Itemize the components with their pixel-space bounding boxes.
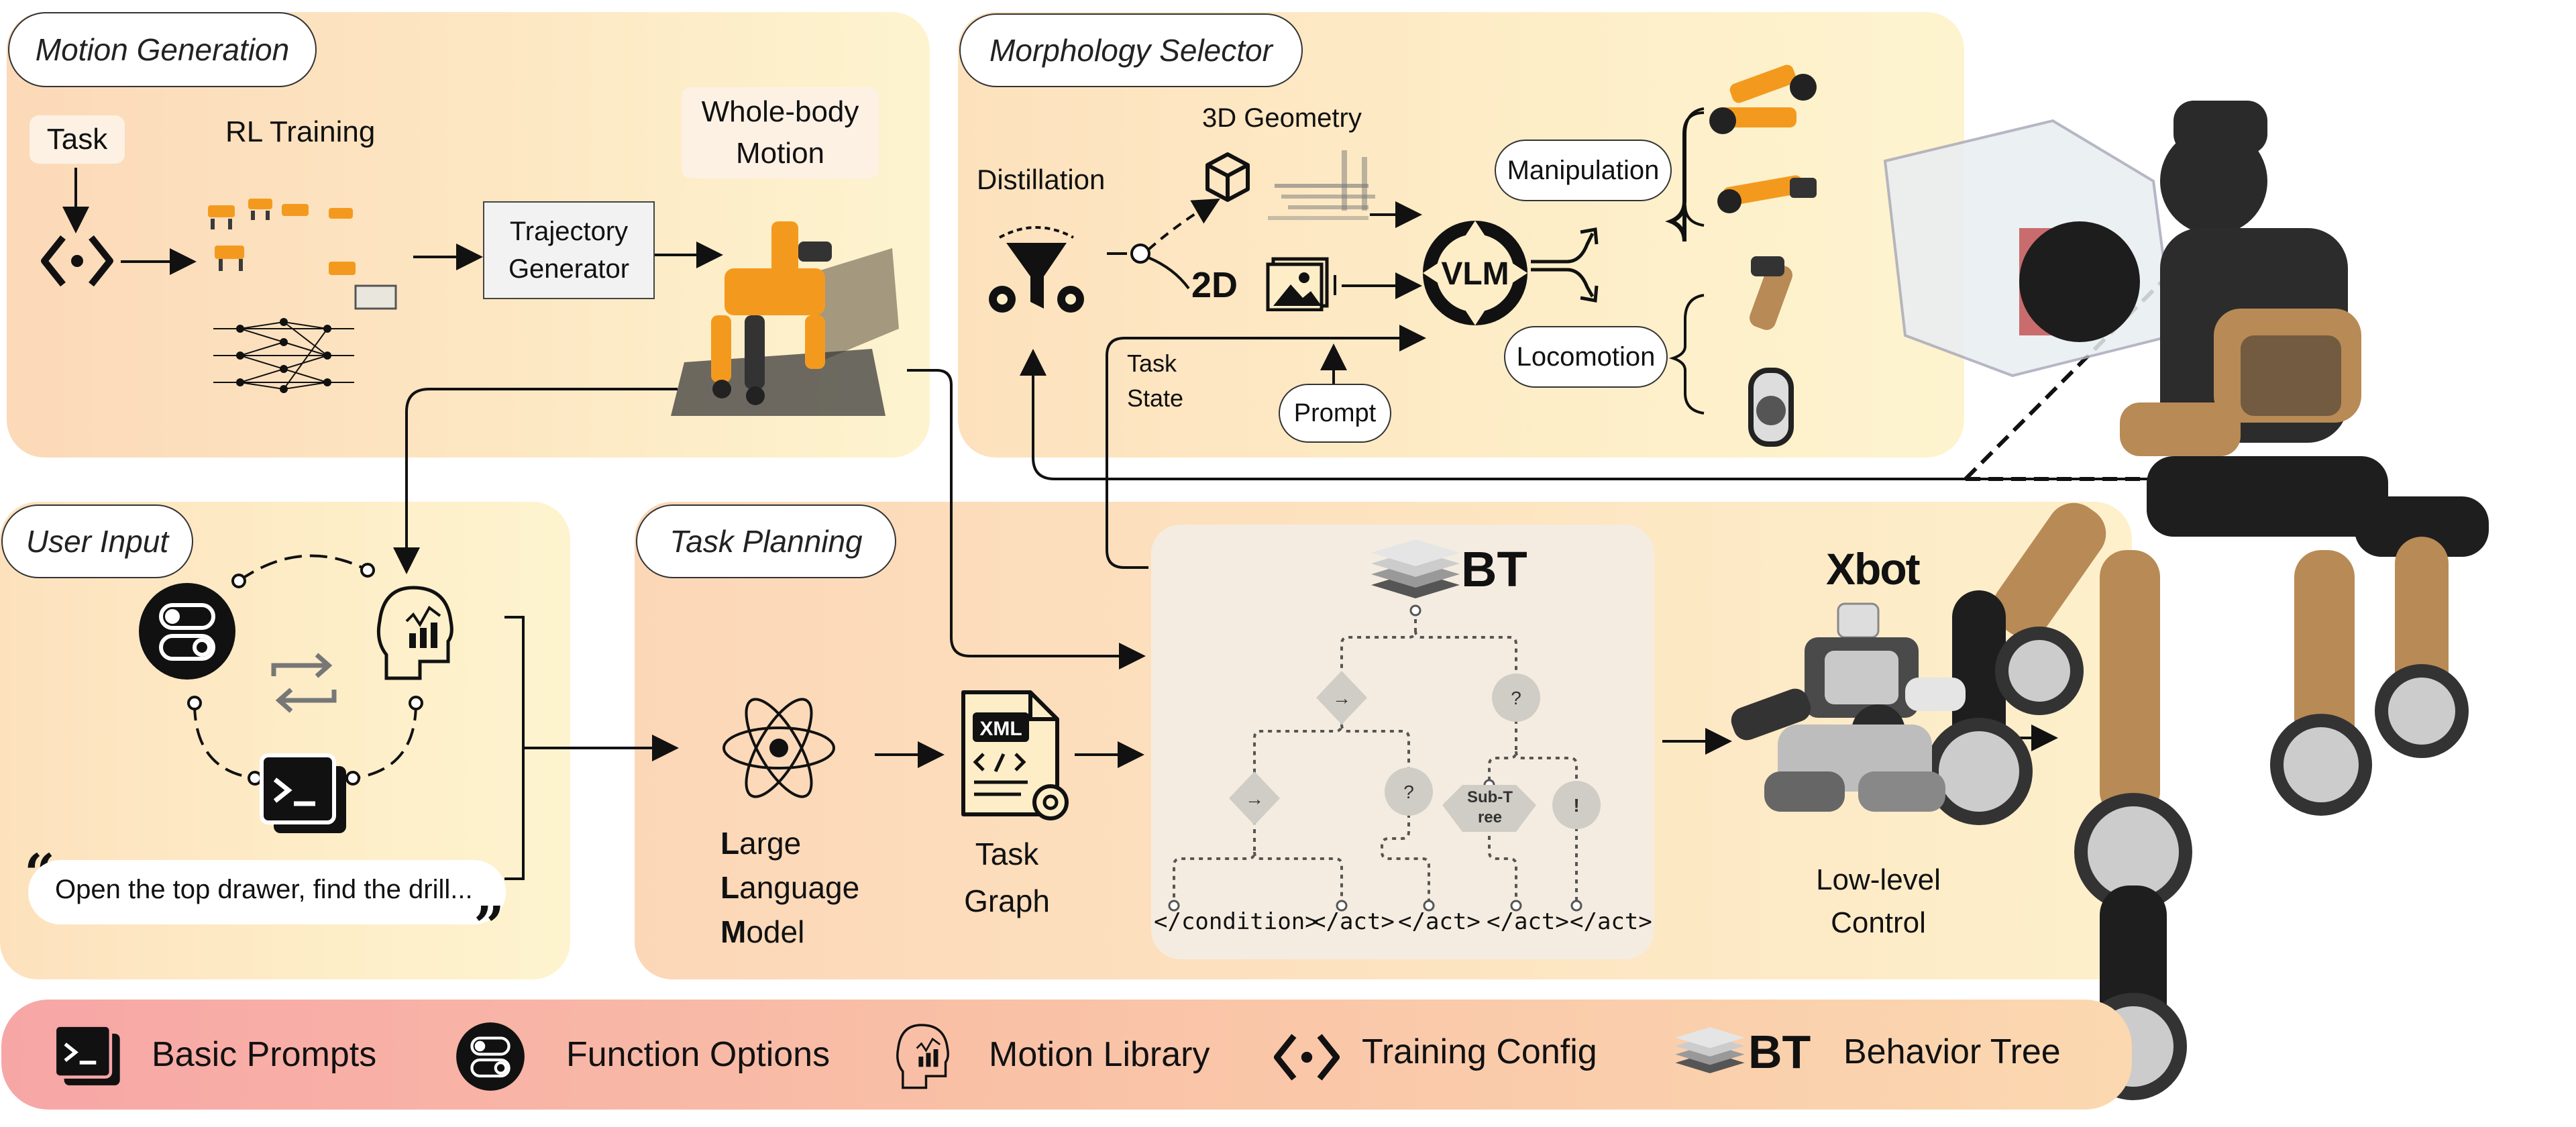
- cube-3d-icon: [1205, 152, 1250, 202]
- llm-initial-3: M: [720, 914, 747, 949]
- locomotion-legs-image: [1748, 256, 1794, 447]
- bt-leaf-act-4: </act>: [1570, 908, 1652, 935]
- user-quote-box: [28, 860, 506, 924]
- user-quote-text: Open the top drawer, find the drill...: [55, 875, 473, 904]
- xml-document-icon: XML: [961, 690, 1069, 820]
- legend-bar: [1, 1000, 2132, 1110]
- legend-training-config-label: Training Config: [1362, 1032, 1597, 1071]
- bt-fallback-node-1: ?: [1511, 688, 1521, 708]
- whole-body-motion-label: Whole-body Motion: [682, 87, 879, 178]
- bt-leaf-condition: </condition>: [1154, 908, 1319, 935]
- bt-sequence-node-2: →: [1245, 788, 1264, 809]
- legend-basic-prompts-icon: [53, 1024, 120, 1085]
- swap-arrows-icon: [271, 653, 337, 713]
- manipulation-oval: Manipulation: [1495, 140, 1672, 201]
- training-config-icon: [41, 235, 113, 287]
- bt-leaf-act-3: </act>: [1487, 908, 1569, 935]
- function-options-toggle-icon: [139, 583, 235, 680]
- centauro-robot-image: [1883, 101, 2489, 1100]
- bt-sequence-node-1: →: [1332, 688, 1351, 708]
- 3d-geometry-label: 3D Geometry: [1202, 103, 1362, 133]
- panel-title-morphology-selector: Morphology Selector: [959, 13, 1303, 87]
- neural-network-icon: [213, 318, 354, 393]
- rl-training-label: RL Training: [225, 115, 376, 148]
- rl-training-illustration: [208, 199, 397, 310]
- llm-rest-2: anguage: [739, 870, 860, 905]
- manipulation-arms-image: [1709, 64, 1817, 213]
- llm-initial-1: L: [720, 826, 740, 861]
- llm-label: Large Language Model: [720, 821, 859, 954]
- low-level-control-label: Low-level Control: [1816, 863, 1941, 939]
- legend-function-options-icon: [456, 1022, 525, 1091]
- xbot-logo: Xbot: [1826, 544, 1921, 594]
- legend-motion-library-icon: [896, 1024, 949, 1089]
- task-label: Task: [30, 115, 125, 164]
- bt-leaf-act-1: </act>: [1312, 908, 1395, 935]
- legend-bt-stack-icon: [1675, 1027, 1745, 1073]
- legend-function-options-label: Function Options: [566, 1035, 830, 1074]
- distillation-funnel-icon: [989, 226, 1084, 313]
- bt-decorator-node: !: [1573, 795, 1579, 816]
- legend-motion-library-label: Motion Library: [989, 1035, 1210, 1074]
- quote-close-icon: ”: [474, 894, 505, 957]
- legend-bt-badge: BT: [1748, 1026, 1811, 1078]
- vlm-text: VLM: [1441, 256, 1509, 292]
- task-graph-label: Task Graph: [964, 837, 1050, 918]
- split-arrow-icon: [1531, 227, 1599, 303]
- legend-basic-prompts-label: Basic Prompts: [152, 1035, 377, 1074]
- behavior-tree-card: [1151, 525, 1654, 959]
- bt-title: BT: [1461, 541, 1527, 597]
- bt-subtree-node: Sub-Tree: [1467, 788, 1513, 826]
- vlm-aperture-icon: VLM: [1423, 221, 1527, 325]
- trajectory-generator-box: Trajectory Generator: [483, 201, 655, 299]
- legend-behavior-tree-label: Behavior Tree: [1843, 1032, 2061, 1071]
- panel-title-motion-generation: Motion Generation: [8, 12, 317, 87]
- point-cloud-image: [1268, 150, 1375, 220]
- llm-rest-1: arge: [739, 826, 802, 861]
- panel-title-task-planning: Task Planning: [636, 504, 896, 578]
- panel-title-user-input: User Input: [1, 504, 193, 578]
- task-state-label: Task State: [1127, 350, 1184, 412]
- legend-training-config-icon: [1273, 1034, 1340, 1081]
- bt-leaf-act-2: </act>: [1398, 908, 1481, 935]
- llm-atom-icon: [722, 698, 835, 798]
- locomotion-oval: Locomotion: [1504, 326, 1668, 388]
- quadruped-robot-image: [671, 221, 899, 416]
- bt-leaf-row: </condition> </act> </act> </act> </act>: [1150, 908, 1660, 946]
- image-2d-icon: [1266, 257, 1329, 311]
- prompt-oval: Prompt: [1279, 384, 1391, 443]
- bt-fallback-node-2: ?: [1403, 782, 1414, 802]
- 2d-label: 2D: [1191, 265, 1238, 305]
- llm-rest-3: odel: [746, 914, 805, 949]
- xml-badge-text: XML: [979, 718, 1022, 740]
- bt-stack-icon: [1371, 539, 1460, 598]
- distillation-label: Distillation: [977, 164, 1106, 195]
- motion-library-head-icon: [376, 586, 453, 680]
- xbot-robot-image: [1731, 602, 1966, 812]
- llm-initial-2: L: [720, 870, 740, 905]
- basic-prompts-terminal-icon: [260, 753, 346, 833]
- behavior-tree-diagram: → ? → ? ! Sub-Tree: [1168, 604, 1601, 912]
